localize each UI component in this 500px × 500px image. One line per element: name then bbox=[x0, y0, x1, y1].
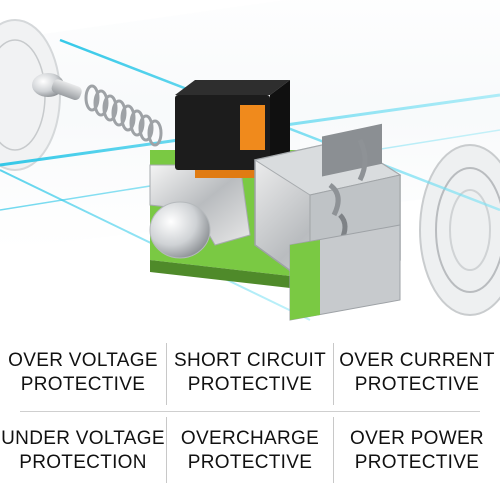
divider-vertical bbox=[166, 343, 167, 405]
feature-over-current: OVER CURRENT PROTECTIVE bbox=[334, 335, 500, 411]
charger-illustration bbox=[0, 0, 500, 321]
feature-line1: SHORT CIRCUIT bbox=[173, 350, 327, 371]
divider-vertical bbox=[166, 417, 167, 483]
feature-line1: OVER VOLTAGE bbox=[8, 350, 158, 371]
feature-overcharge: OVERCHARGE PROTECTIVE bbox=[167, 413, 333, 489]
feature-over-voltage: OVER VOLTAGE PROTECTIVE bbox=[0, 335, 166, 411]
spring bbox=[84, 84, 163, 147]
feature-line2: PROTECTIVE bbox=[187, 452, 313, 473]
feature-line1: OVER CURRENT bbox=[339, 350, 495, 371]
divider-vertical bbox=[333, 417, 334, 483]
feature-line2: PROTECTIVE bbox=[354, 374, 480, 395]
inductor bbox=[175, 80, 290, 178]
feature-line1: UNDER VOLTAGE bbox=[1, 428, 165, 449]
feature-line1: OVER POWER bbox=[350, 428, 484, 449]
feature-line2: PROTECTION bbox=[19, 452, 147, 473]
feature-under-voltage: UNDER VOLTAGE PROTECTION bbox=[0, 413, 166, 489]
feature-line2: PROTECTIVE bbox=[20, 374, 146, 395]
charger-circuit-image bbox=[0, 0, 500, 321]
feature-over-power: OVER POWER PROTECTIVE bbox=[334, 413, 500, 489]
feature-short-circuit: SHORT CIRCUIT PROTECTIVE bbox=[167, 335, 333, 411]
feature-grid: OVER VOLTAGE PROTECTIVE SHORT CIRCUIT PR… bbox=[0, 335, 500, 500]
end-cap-left bbox=[0, 19, 61, 171]
feature-line2: PROTECTIVE bbox=[187, 374, 313, 395]
feature-line1: OVERCHARGE bbox=[180, 428, 320, 449]
feature-line2: PROTECTIVE bbox=[354, 452, 480, 473]
divider-vertical bbox=[333, 343, 334, 405]
divider-horizontal bbox=[20, 411, 480, 412]
